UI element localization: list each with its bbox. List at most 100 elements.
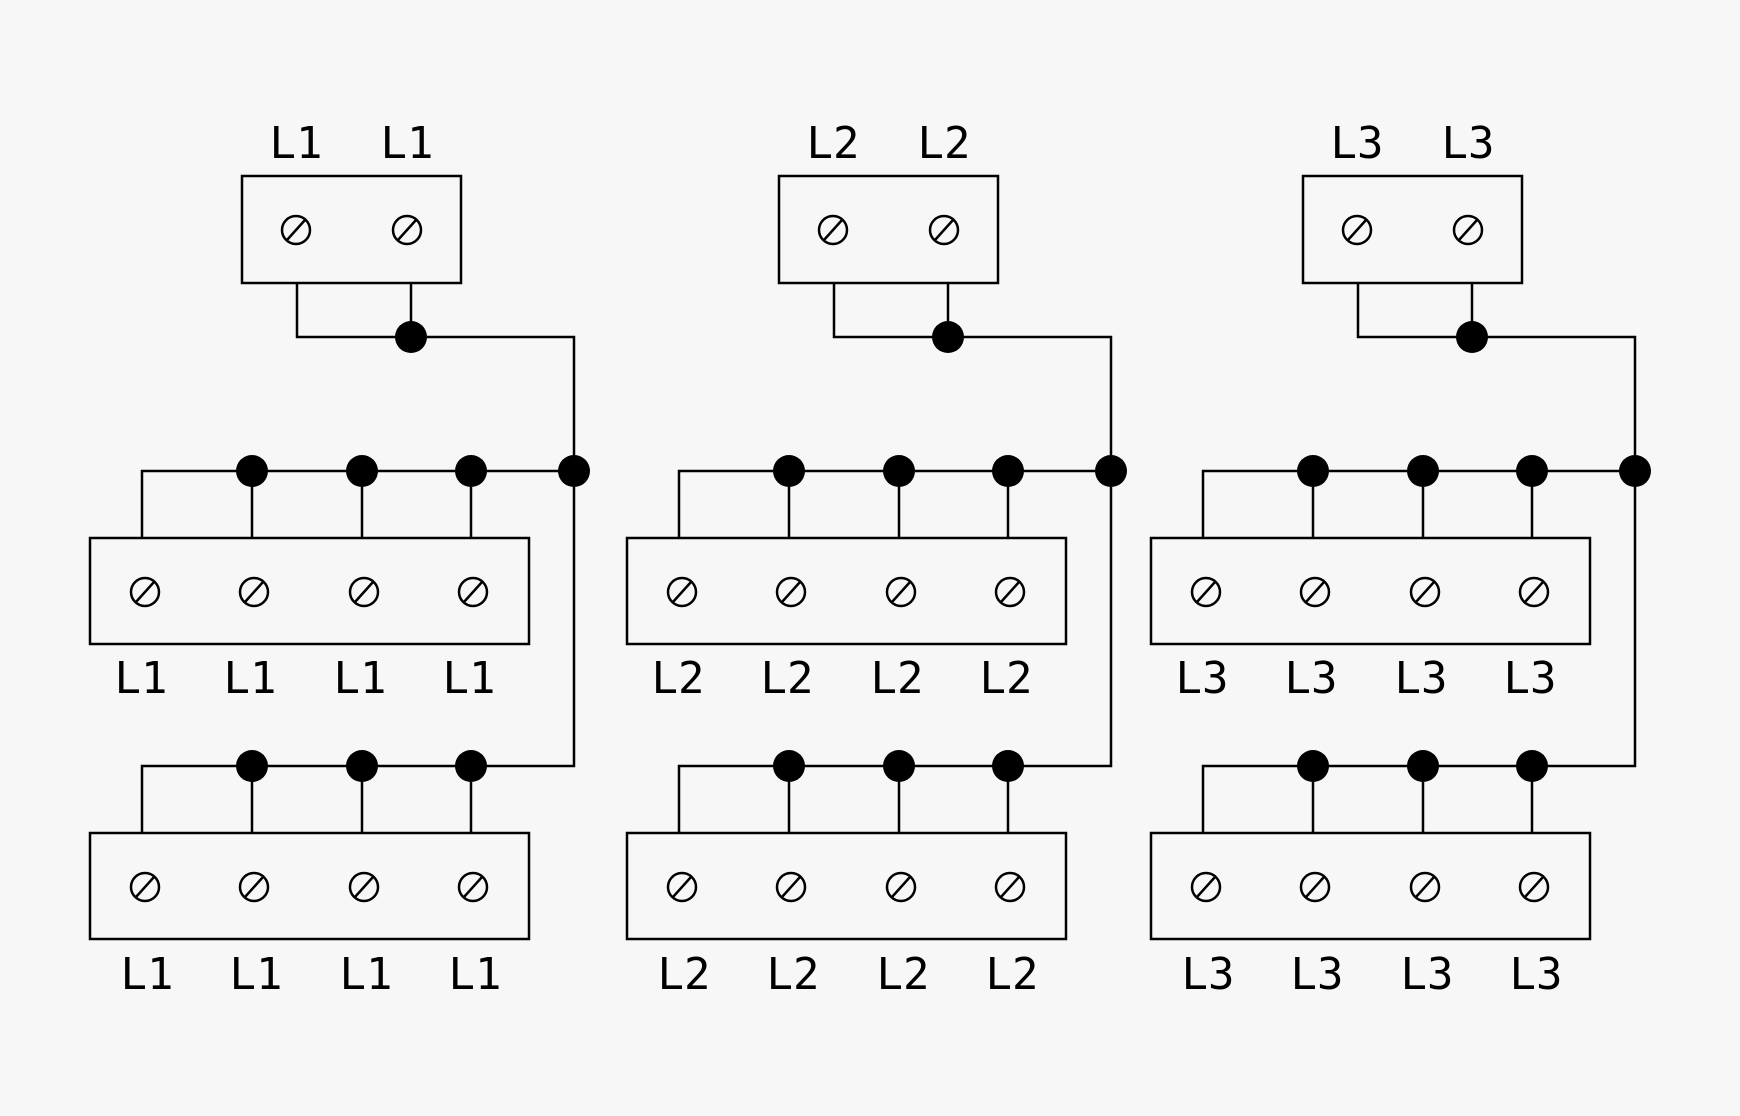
junction-dot [1516,750,1548,782]
bus-wire [140,469,574,538]
output-terminal-1-label: L3 [1285,653,1338,704]
screw-icon [129,871,161,903]
screw-icon [348,871,380,903]
junction-dot [773,455,805,487]
output-terminal-2-label: L1 [230,949,283,1000]
junction-dot [1407,455,1439,487]
output-terminal-2-label: L2 [986,949,1039,1000]
screw-icon [994,871,1026,903]
output-terminal-2-label: L3 [1291,949,1344,1000]
input-terminal-label: L2 [807,118,860,169]
screw-icon [1299,871,1331,903]
screw-icon [1341,214,1373,246]
junction-dot [1297,750,1329,782]
input-terminal-label: L2 [918,118,971,169]
input-terminal-label: L3 [1331,118,1384,169]
screw-icon [885,576,917,608]
junction-dot [346,455,378,487]
screw-icon [391,214,423,246]
output-terminal-2-label: L2 [658,949,711,1000]
bus-wire [677,469,1111,538]
screw-icon [280,214,312,246]
screw-icon [1518,576,1550,608]
screw-icon [1518,871,1550,903]
output-terminal-1-label: L2 [652,653,705,704]
output-terminal-block-2 [1149,831,1592,941]
screw-icon [775,871,807,903]
feed-wire [1356,283,1637,471]
output-terminal-2-label: L2 [877,949,930,1000]
feed-wire [295,283,576,471]
junction-dot [1407,750,1439,782]
junction-dot [1516,455,1548,487]
output-terminal-2-label: L3 [1401,949,1454,1000]
junction-dot [992,750,1024,782]
bus-wire [677,764,1008,833]
output-terminal-1-label: L2 [871,653,924,704]
input-terminal-block [240,174,463,285]
bus-wire [1201,469,1635,538]
output-terminal-1-label: L1 [334,653,387,704]
junction-dot [455,750,487,782]
junction-dot [773,750,805,782]
output-terminal-1-label: L2 [761,653,814,704]
screw-icon [666,576,698,608]
trunk-wire [1008,471,1113,768]
output-terminal-1-label: L2 [980,653,1033,704]
junction-dot [395,321,427,353]
output-terminal-2-label: L3 [1182,949,1235,1000]
screw-icon [238,576,270,608]
bus-wire [1201,764,1532,833]
output-terminal-1-label: L3 [1176,653,1229,704]
screw-icon [994,576,1026,608]
junction-dot [455,455,487,487]
input-terminal-block [777,174,1000,285]
screw-icon [1299,576,1331,608]
input-terminal-label: L1 [270,118,323,169]
screw-icon [928,214,960,246]
output-terminal-2-label: L3 [1510,949,1563,1000]
screw-icon [457,871,489,903]
screw-icon [666,871,698,903]
input-terminal-label: L3 [1442,118,1495,169]
output-terminal-block-1 [625,536,1068,646]
input-terminal-label: L1 [381,118,434,169]
output-terminal-1-label: L3 [1504,653,1557,704]
junction-dot [346,750,378,782]
output-terminal-2-label: L1 [340,949,393,1000]
screw-icon [885,871,917,903]
junction-dot [236,750,268,782]
junction-dot [932,321,964,353]
screw-icon [238,871,270,903]
junction-dot [883,455,915,487]
output-terminal-2-label: L2 [767,949,820,1000]
screw-icon [457,576,489,608]
output-terminal-block-2 [625,831,1068,941]
screw-icon [1409,576,1441,608]
junction-dot [1456,321,1488,353]
screw-icon [817,214,849,246]
screw-icon [1190,576,1222,608]
trunk-wire [471,471,576,768]
output-terminal-block-2 [88,831,531,941]
screw-icon [1190,871,1222,903]
output-terminal-1-label: L1 [443,653,496,704]
output-terminal-block-1 [88,536,531,646]
junction-dot [883,750,915,782]
screw-icon [1452,214,1484,246]
output-terminal-2-label: L1 [449,949,502,1000]
bus-wire [140,764,471,833]
output-terminal-1-label: L3 [1395,653,1448,704]
trunk-wire [1532,471,1637,768]
screw-icon [348,576,380,608]
feed-wire [832,283,1113,471]
output-terminal-block-1 [1149,536,1592,646]
output-terminal-1-label: L1 [115,653,168,704]
screw-icon [775,576,807,608]
junction-dot [992,455,1024,487]
output-terminal-1-label: L1 [224,653,277,704]
input-terminal-block [1301,174,1524,285]
